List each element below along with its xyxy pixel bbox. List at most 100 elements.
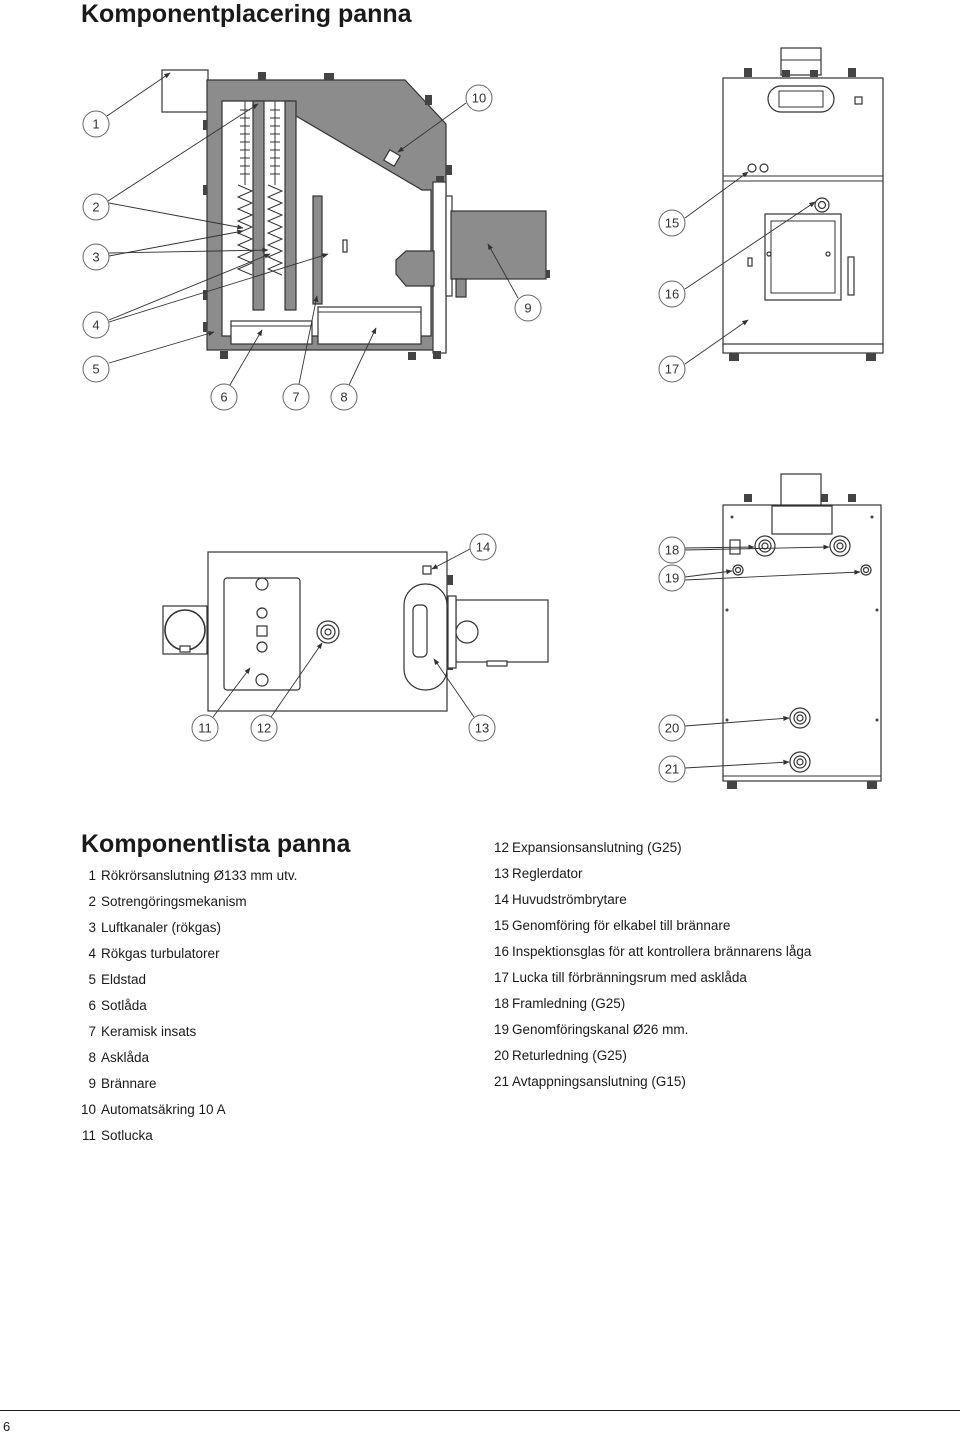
callout-20: 20	[658, 714, 686, 742]
item-number: 6	[88, 998, 96, 1013]
flue-channel-hatching	[240, 109, 280, 175]
callout-1: 1	[82, 110, 110, 138]
svg-text:10: 10	[472, 91, 486, 106]
item-number: 11	[81, 1128, 96, 1143]
plinth	[722, 343, 884, 354]
side-clamp	[203, 322, 207, 332]
callout-21: 21	[658, 755, 686, 783]
svg-text:20: 20	[665, 721, 679, 736]
svg-text:3: 3	[92, 250, 99, 265]
callout-19: 19	[658, 564, 686, 592]
item-label: Returledning (G25)	[512, 1048, 627, 1063]
cable-gland	[759, 163, 769, 173]
item-label: Brännare	[101, 1076, 157, 1091]
svg-text:9: 9	[524, 301, 531, 316]
rear-casing	[722, 504, 882, 782]
callout-2: 2	[82, 193, 110, 221]
svg-text:18: 18	[665, 543, 679, 558]
callout-7: 7	[282, 383, 310, 411]
footer-divider	[0, 1410, 960, 1411]
svg-text:2: 2	[92, 200, 99, 215]
item-number: 15	[494, 918, 510, 933]
svg-text:16: 16	[665, 287, 679, 302]
item-number: 17	[494, 970, 510, 985]
flue-outlet	[780, 473, 822, 507]
list-item: 11 Sotlucka	[0, 1123, 297, 1149]
cleaning-rod	[284, 100, 297, 311]
ceramic-insert	[312, 195, 323, 305]
callout-16: 16	[658, 280, 686, 308]
hood-detail	[425, 95, 432, 105]
item-number: 12	[494, 840, 510, 855]
item-number: 19	[494, 1022, 510, 1037]
flue-pipe	[161, 69, 209, 113]
item-number: 1	[88, 868, 96, 883]
item-label: Rökgas turbulatorer	[101, 946, 220, 961]
cable-gland	[747, 163, 757, 173]
controller-slot	[412, 604, 428, 658]
item-number: 7	[88, 1024, 96, 1039]
combustion-door	[764, 213, 842, 301]
item-number: 16	[494, 944, 510, 959]
top-knob	[324, 73, 334, 80]
leader-lines	[106, 72, 861, 769]
item-number: 13	[494, 866, 510, 881]
item-number: 8	[88, 1050, 96, 1065]
callout-12: 12	[250, 714, 278, 742]
page-title: Komponentplacering panna	[81, 0, 412, 28]
side-section-drawing	[161, 69, 550, 360]
item-label: Reglerdator	[512, 866, 583, 881]
front-view-drawing	[722, 47, 884, 361]
item-label: Sotrengöringsmekanism	[101, 894, 247, 909]
callout-10: 10	[465, 84, 493, 112]
list-item: 9 Brännare	[0, 1071, 297, 1097]
item-number: 2	[88, 894, 96, 909]
foot	[220, 351, 228, 359]
item-number: 20	[494, 1048, 510, 1063]
item-label: Lucka till förbränningsrum med asklåda	[512, 970, 747, 985]
svg-text:19: 19	[665, 571, 679, 586]
item-label: Inspektionsglas för att kontrollera brän…	[512, 944, 812, 959]
item-label: Avtappningsanslutning (G15)	[512, 1074, 686, 1089]
item-number: 4	[88, 946, 96, 961]
item-label: Framledning (G25)	[512, 996, 626, 1011]
callout-3: 3	[82, 243, 110, 271]
rear-view-drawing	[722, 473, 882, 789]
top-knob	[258, 72, 266, 80]
item-label: Genomföringskanal Ø26 mm.	[512, 1022, 689, 1037]
turbulator-spring	[236, 184, 254, 276]
side-clamp	[203, 185, 207, 195]
side-clamp	[203, 120, 207, 130]
svg-text:12: 12	[257, 721, 271, 736]
item-number: 9	[88, 1076, 96, 1091]
item-label: Asklåda	[101, 1050, 150, 1065]
callout-9: 9	[514, 294, 542, 322]
item-number: 14	[494, 892, 510, 907]
door-handle	[847, 256, 855, 296]
item-number: 10	[80, 1102, 96, 1117]
foot	[408, 352, 416, 360]
item-label: Sotlucka	[101, 1128, 153, 1143]
callout-8: 8	[330, 383, 358, 411]
page-number: 6	[3, 1419, 11, 1434]
component-list-heading: Komponentlista panna	[81, 830, 351, 858]
svg-text:11: 11	[198, 721, 212, 736]
item-label: Genomföring för elkabel till brännare	[512, 918, 731, 933]
callout-11: 11	[191, 714, 219, 742]
item-number: 3	[88, 920, 96, 935]
fuse-label	[382, 148, 402, 168]
item-number: 5	[88, 972, 96, 987]
